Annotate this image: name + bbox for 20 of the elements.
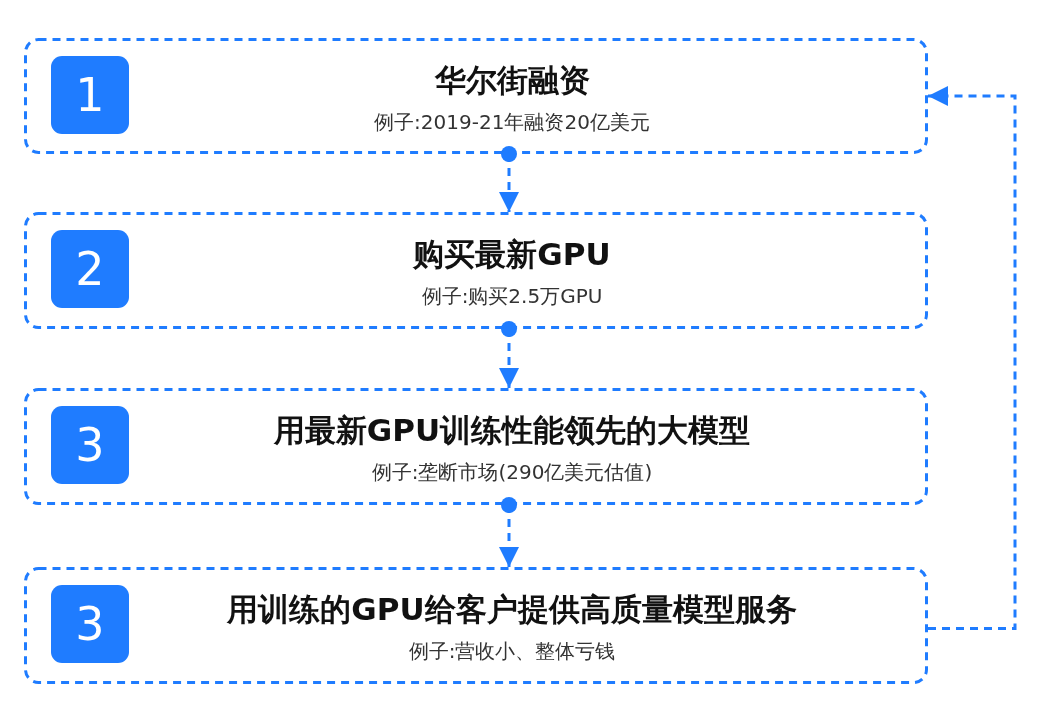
step-title: 用训练的GPU给客户提供高质量模型服务 — [227, 590, 797, 628]
step-title: 华尔街融资 — [434, 61, 590, 99]
step-number: 2 — [51, 230, 129, 308]
step-title: 用最新GPU训练性能领先的大模型 — [273, 411, 751, 449]
step-number: 3 — [51, 406, 129, 484]
process-box — [24, 38, 928, 154]
process-box — [24, 212, 928, 329]
process-box — [24, 388, 928, 505]
connector-arrow — [499, 497, 519, 567]
step-example: 例子:2019-21年融资20亿美元 — [374, 109, 650, 135]
step-title: 购买最新GPU — [413, 235, 611, 273]
step-example: 例子:垄断市场(290亿美元估值) — [371, 459, 653, 485]
connector-arrow — [499, 146, 519, 212]
process-box — [24, 567, 928, 684]
connector-arrow — [928, 86, 1017, 630]
connector-arrow — [499, 321, 519, 388]
step-number: 3 — [51, 585, 129, 663]
step-example: 例子:购买2.5万GPU — [421, 283, 603, 309]
step-number: 1 — [51, 56, 129, 134]
step-example: 例子:营收小、整体亏钱 — [408, 638, 616, 664]
